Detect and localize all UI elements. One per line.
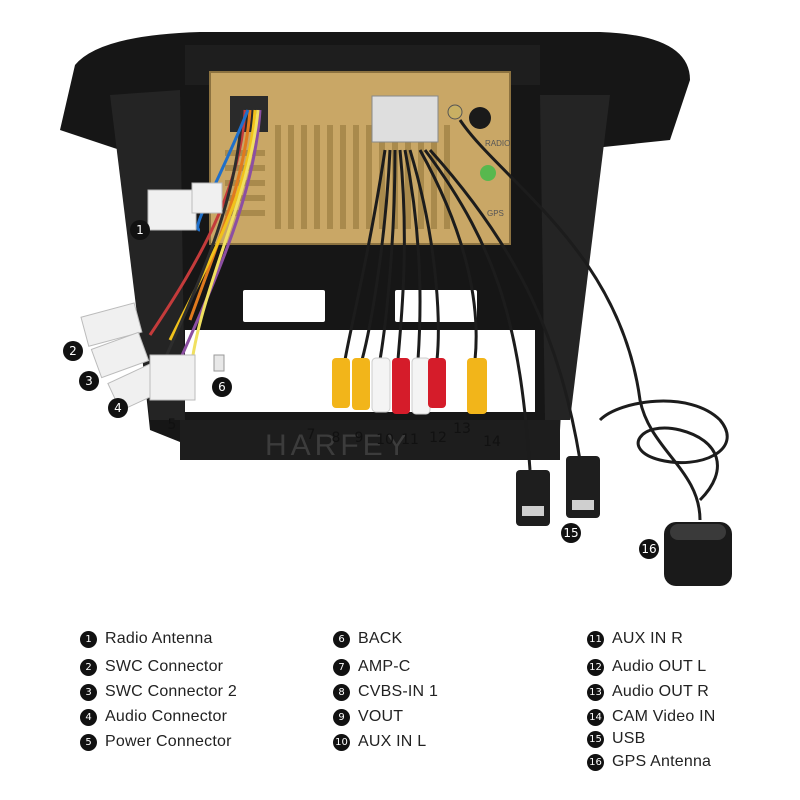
gps-sticker: [480, 165, 496, 181]
legend-label: USB: [612, 730, 646, 747]
gps-antenna-top: [670, 524, 726, 540]
callout-6: 6: [212, 377, 232, 397]
rca-plugs: [332, 357, 487, 415]
legend-label: SWC Connector: [105, 658, 224, 675]
legend-badge: 12: [587, 658, 604, 676]
callout-7: 7: [306, 427, 316, 443]
bottom-trim: [180, 420, 560, 460]
legend-badge: 5: [80, 733, 97, 751]
dash-inner-rim-right: [540, 95, 610, 420]
rca-plug-8: [332, 358, 350, 408]
connector-3: [90, 331, 150, 379]
watermark: HARFEY: [265, 429, 411, 462]
callout-13: 13: [453, 421, 471, 437]
callout-16: 16: [639, 539, 659, 559]
harness-wires: [148, 109, 262, 381]
knob: [469, 107, 491, 129]
connector-2: [80, 302, 143, 347]
legend-label: AUX IN L: [358, 733, 427, 750]
radio-port: [447, 104, 463, 120]
legend-item-10: 10 AUX IN L: [333, 731, 426, 753]
legend-badge: 3: [80, 683, 97, 701]
vent-slot-right: [395, 290, 477, 322]
legend-label: Power Connector: [105, 733, 232, 750]
legend-badge: 8: [333, 683, 350, 701]
legend-label: BACK: [358, 630, 403, 647]
rca-plug-13: [428, 358, 446, 408]
legend-label: AUX IN R: [612, 630, 683, 647]
legend-item-11: 11 AUX IN R: [587, 628, 683, 650]
callout-15: 15: [561, 523, 581, 543]
callout-3: 3: [79, 371, 99, 391]
callout-8: 8: [331, 430, 341, 446]
legend-badge: 11: [587, 630, 604, 648]
usb-plug-a: [516, 470, 550, 526]
legend-badge: 7: [333, 658, 350, 676]
callout-1: 1: [130, 220, 150, 240]
callout-11: 11: [401, 432, 419, 448]
legend-badge: 2: [80, 658, 97, 676]
legend-label: Audio OUT L: [612, 658, 707, 675]
legend-item-1: 1 Radio Antenna: [80, 628, 213, 650]
legend-item-15: 15 USB: [587, 728, 646, 750]
dash-inner-rim: [110, 90, 185, 420]
legend-item-16: 16 GPS Antenna: [587, 751, 711, 773]
connector-5: [149, 354, 196, 401]
usb-plug-a-port: [522, 506, 544, 516]
legend-item-13: 13 Audio OUT R: [587, 681, 709, 703]
legend-badge: 14: [587, 708, 604, 726]
vent-slot-left: [243, 290, 325, 322]
rca-plug-12: [411, 357, 431, 415]
chassis-port-block-2: [371, 95, 439, 143]
legend-label: Audio OUT R: [612, 683, 710, 700]
legend: 1 Radio Antenna 2 SWC Connector 3 SWC Conne…: [80, 628, 780, 778]
callout-14: 14: [483, 434, 501, 450]
legend-label: CAM Video IN: [612, 708, 716, 725]
callout-12: 12: [429, 430, 447, 446]
gps-text: GPS: [487, 209, 504, 218]
legend-item-8: 8 CVBS-IN 1: [333, 681, 438, 703]
rca-plug-10: [371, 357, 391, 413]
gps-cable-coil: [598, 399, 729, 502]
legend-item-14: 14 CAM Video IN: [587, 706, 715, 728]
legend-item-5: 5 Power Connector: [80, 731, 232, 753]
rca-plug-9: [352, 358, 370, 410]
usb-plug-b-port: [572, 500, 594, 510]
legend-badge: 16: [587, 753, 604, 771]
back-wire-plug: [213, 354, 225, 372]
legend-badge: 15: [587, 730, 604, 748]
legend-label: VOUT: [358, 708, 404, 725]
legend-label: Audio Connector: [105, 708, 228, 725]
callout-2: 2: [63, 341, 83, 361]
legend-item-9: 9 VOUT: [333, 706, 403, 728]
legend-label: Radio Antenna: [105, 630, 213, 647]
rca-plug-11: [392, 358, 410, 414]
callout-4: 4: [108, 398, 128, 418]
legend-item-3: 3 SWC Connector 2: [80, 681, 237, 703]
legend-item-6: 6 BACK: [333, 628, 402, 650]
legend-badge: 4: [80, 708, 97, 726]
legend-badge: 6: [333, 630, 350, 648]
connector-1: [147, 182, 223, 231]
legend-item-2: 2 SWC Connector: [80, 656, 223, 678]
legend-label: SWC Connector 2: [105, 683, 237, 700]
radio-text: RADIO: [485, 139, 510, 148]
signal-cables: [343, 119, 702, 521]
legend-label: GPS Antenna: [612, 753, 712, 770]
product-photo: RADIO GPS HARFEY: [60, 32, 732, 586]
legend-label: CVBS-IN 1: [358, 683, 439, 700]
legend-badge: 9: [333, 708, 350, 726]
legend-item-4: 4 Audio Connector: [80, 706, 227, 728]
callout-9: 9: [354, 430, 364, 446]
legend-item-12: 12 Audio OUT L: [587, 656, 706, 678]
legend-label: AMP-C: [358, 658, 411, 675]
legend-badge: 13: [587, 683, 604, 701]
callout-10: 10: [376, 432, 394, 448]
legend-badge: 1: [80, 630, 97, 648]
callout-5: 5: [167, 417, 177, 433]
rca-plug-14: [467, 358, 487, 414]
legend-item-7: 7 AMP-C: [333, 656, 411, 678]
legend-badge: 10: [333, 733, 350, 751]
